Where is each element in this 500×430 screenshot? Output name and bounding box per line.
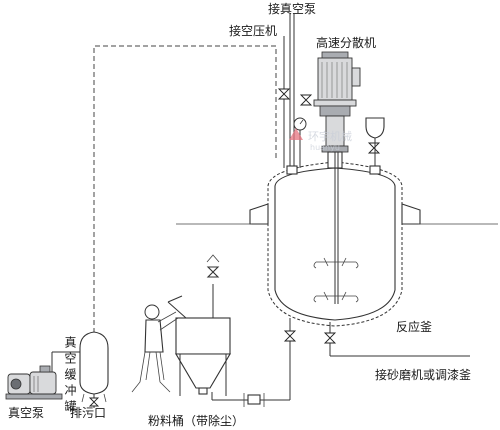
vacuum-pump-label: 真空泵 [8,406,44,420]
grinder-outlet-label: 接砂磨机或调漆釜 [375,367,471,382]
watermark-logo-text: 环宇机械 [308,129,352,143]
watermark-logo: 环宇机械 huanyu [289,128,352,152]
valve-icon [277,88,291,100]
motor-icon [313,51,361,153]
reactor-vessel [267,151,403,327]
charging-hopper [365,117,385,172]
support-lugs [176,203,498,225]
vacuum-buffer-tank-label: 真空缓冲罐 [63,336,77,416]
vacuum-inlet-label: 接真空泵 [268,1,316,16]
reactor-bottom-outlets [289,318,470,400]
valve-icon [323,332,337,344]
high-speed-disperser-label: 高速分散机 [316,35,376,50]
valve-icon [283,330,297,342]
watermark-sub-text: huanyu [310,143,340,152]
vacuum-dashed-line [93,45,277,333]
vacuum-inlet-pipe [289,14,295,172]
drain-outlet-label: 排污口 [70,406,106,420]
pressure-gauge-icon [293,117,307,168]
vacuum-buffer-tank [79,331,109,408]
powder-transfer-line [211,392,290,407]
air-compressor-label: 接空压机 [229,23,277,38]
valve-icon [299,94,313,106]
pump-icon [5,365,63,400]
valve-icon [367,142,381,154]
pump-to-tank-pipe [51,351,80,372]
worker-icon [131,304,179,393]
reactor-label: 反应釜 [396,319,432,334]
powder-bucket [167,254,231,396]
powder-bucket-label: 粉料桶（带除尘） [148,413,244,428]
